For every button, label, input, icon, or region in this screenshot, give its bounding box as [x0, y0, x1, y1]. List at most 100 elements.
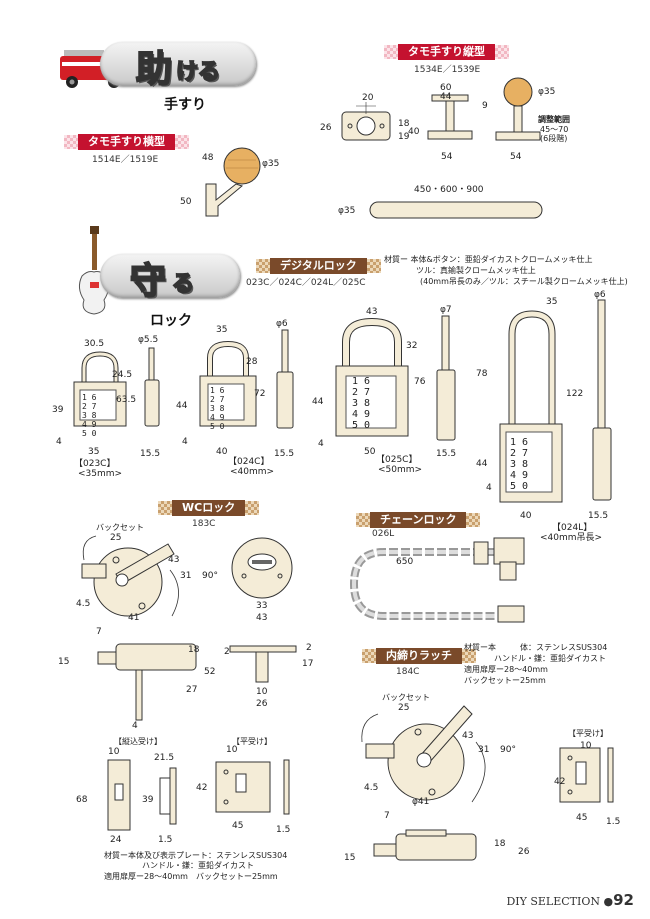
c025-dim-phi7: φ7	[440, 305, 452, 315]
page-number: 92	[613, 891, 634, 909]
latch-front-drawing	[361, 705, 486, 803]
digital-banner: デジタルロック	[256, 256, 381, 276]
c024-dim-35: 35	[216, 325, 228, 335]
tate-dim-18: 18	[398, 119, 410, 129]
wc-dim-33: 33	[256, 601, 268, 611]
tate-dim-54a: 54	[441, 152, 453, 162]
wc-dim-52: 52	[204, 667, 216, 677]
c024-dim-28: 28	[246, 357, 258, 367]
latch-hira-dim-45: 45	[576, 813, 588, 823]
wc-dim-25: 25	[110, 533, 122, 543]
wc-dim-4: 4	[132, 721, 138, 731]
c025-dim-4: 4	[318, 439, 324, 449]
tasukeru-kana: ける	[175, 59, 221, 86]
lock-024c-keypad: 1 6 2 7 3 8 4 9 5 0	[210, 386, 225, 431]
yoko-banner: タモ手すり横型	[64, 132, 189, 152]
wc-dim-15: 15	[58, 657, 70, 667]
lock-023c-drawing	[73, 351, 127, 427]
c023-dim-63-5: 63.5	[116, 395, 137, 405]
latch-dim-18: 18	[494, 839, 506, 849]
wc-model: 183C	[192, 519, 216, 529]
wc-dim-2b: 2	[306, 643, 312, 653]
tate-adjust-label: 調整範囲	[538, 115, 570, 124]
latch-dim-4-5: 4.5	[364, 783, 379, 793]
chain-dim-650: 650	[396, 557, 414, 567]
wc-dim-41: 41	[128, 613, 140, 623]
uke-hira-dim-45: 45	[232, 821, 244, 831]
tate-dim-54b: 54	[510, 152, 522, 162]
lock-subheading: ロック	[150, 313, 192, 329]
yoko-dim-50: 50	[180, 197, 192, 207]
mamoru-heading-pill	[100, 254, 240, 298]
tasukeru-big-char: 助	[135, 48, 173, 91]
uke-dim-68: 68	[76, 795, 88, 805]
uke-dim-10: 10	[108, 747, 120, 757]
l024-dim-4: 4	[486, 483, 492, 493]
l024-dim-44: 44	[476, 459, 488, 469]
uke-hira-dim-1-5: 1.5	[276, 825, 291, 835]
c023-name: 【023C】	[74, 459, 116, 469]
l024-dim-15-5: 15.5	[588, 511, 609, 521]
c025-name: 【025C】	[376, 455, 418, 465]
lock-024c-drawing	[199, 340, 257, 427]
yoko-models: 1514E／1519E	[92, 155, 159, 165]
wc-dim-10: 10	[256, 687, 268, 697]
wc-dim-7: 7	[96, 627, 102, 637]
wc-dim-31: 31	[180, 571, 192, 581]
latch-dim-7: 7	[384, 811, 390, 821]
wc-indicator-drawing	[231, 537, 293, 599]
latch-spec-2: ハンドル・鎌：亜鉛ダイカスト	[494, 654, 606, 663]
latch-spec-1: 材質ー本 体：ステンレスSUS304	[464, 643, 608, 652]
page-footer: DIY SELECTION ●92	[506, 891, 634, 909]
c023-dim-15-5: 15.5	[140, 449, 161, 459]
tate-dim-26: 26	[320, 123, 332, 133]
latch-dim-90: 90°	[500, 745, 516, 755]
l024-length: <40mm吊長>	[540, 533, 603, 543]
wc-dim-26: 26	[256, 699, 268, 709]
bar-length: 450・600・900	[414, 185, 484, 195]
latch-dim-15: 15	[344, 853, 356, 863]
latch-hira-dim-42: 42	[554, 777, 566, 787]
wc-dim-27: 27	[186, 685, 198, 695]
latch-model: 184C	[396, 667, 420, 677]
lock-025c-keypad: 1 6 2 7 3 8 4 9 5 0	[352, 376, 371, 431]
c025-dim-15-5: 15.5	[436, 449, 457, 459]
latch-dim-31: 31	[478, 745, 490, 755]
tate-dim-40: 40	[408, 127, 420, 137]
latch-hira-dim-1-5: 1.5	[606, 817, 621, 827]
l024-dim-40: 40	[520, 511, 532, 521]
c023-dim-phi5-5: φ5.5	[138, 335, 159, 345]
handrail-bar-drawing	[369, 201, 543, 219]
l024-name: 【024L】	[552, 523, 593, 533]
lock-023c-side	[144, 347, 160, 427]
tate-dim-44: 44	[440, 92, 452, 102]
c025-dim-76: 76	[414, 377, 426, 387]
wc-dim-17: 17	[302, 659, 314, 669]
c025-dim-44: 44	[312, 397, 324, 407]
c024-dim-40: 40	[216, 447, 228, 457]
handrail-subheading: 手すり	[164, 97, 206, 113]
uke-tategomi-drawing	[107, 759, 177, 831]
latch-hira-dim-10: 10	[580, 741, 592, 751]
wc-dim-18: 18	[188, 645, 200, 655]
wc-dim-90: 90°	[202, 571, 218, 581]
c023-dim-39: 39	[52, 405, 64, 415]
c023-dim-30-5: 30.5	[84, 339, 105, 349]
l024-dim-78: 78	[476, 369, 488, 379]
wc-front-drawing	[81, 535, 179, 617]
c024-name: 【024C】	[228, 457, 270, 467]
tate-adjust-range: 45～70	[540, 125, 569, 134]
latch-banner: 内締りラッチ	[362, 646, 476, 666]
latch-dim-43: 43	[462, 731, 474, 741]
c023-dim-24-5: 24.5	[112, 370, 133, 380]
wc-backset-label: バックセット	[96, 523, 144, 532]
digital-models: 023C／024C／024L／025C	[246, 278, 366, 288]
digital-spec-2: ツル：真鍮製クロームメッキ仕上	[416, 266, 536, 275]
mamoru-big-char: 守	[129, 260, 167, 303]
latch-hira-drawing	[559, 747, 614, 803]
tate-side-drawing	[427, 94, 473, 140]
uke-dim-24: 24	[110, 835, 122, 845]
c024-dim-15-5: 15.5	[274, 449, 295, 459]
latch-hira-label: 【平受け】	[568, 729, 608, 738]
latch-dim-phi41: φ41	[412, 797, 430, 807]
